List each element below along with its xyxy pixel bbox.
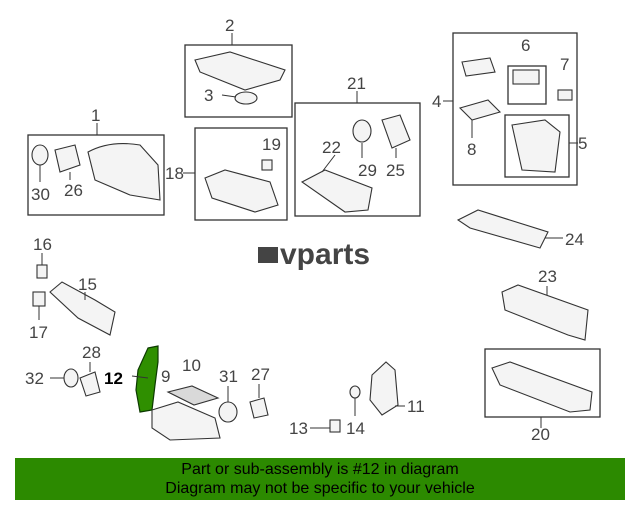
switch-28-part <box>79 371 101 397</box>
glovebox-20-part <box>491 361 593 413</box>
info-banner: Part or sub-assembly is #12 in diagram D… <box>15 458 625 500</box>
subbox-5 <box>504 114 570 178</box>
tray-8-part <box>458 99 502 121</box>
cluster-hood-part <box>87 143 161 201</box>
ring-31-part <box>218 401 238 423</box>
callout-17: 17 <box>29 323 48 342</box>
banner-line-1: Part or sub-assembly is #12 in diagram <box>181 461 459 478</box>
group-box-1 <box>27 134 165 216</box>
bracket-12-highlighted <box>135 345 159 413</box>
panel-24-part <box>456 209 549 249</box>
ring-30-part <box>31 144 49 166</box>
callout-25: 25 <box>386 161 405 180</box>
subbox-6 <box>507 65 547 105</box>
callout-18: 18 <box>165 164 184 183</box>
logo-icon <box>258 247 278 263</box>
callout-13: 13 <box>289 419 308 438</box>
knob-part <box>234 91 258 105</box>
panel-11-part <box>369 361 399 416</box>
plate-10-part <box>166 385 220 406</box>
group-box-4 <box>452 32 578 186</box>
part-13 <box>329 419 341 433</box>
callout-23: 23 <box>538 267 557 286</box>
callout-1: 1 <box>91 106 100 125</box>
callout-32: 32 <box>25 369 44 388</box>
bracket-left-part <box>461 57 496 77</box>
callout-26: 26 <box>64 181 83 200</box>
callout-29: 29 <box>358 161 377 180</box>
center-panel-part <box>204 169 279 213</box>
switch-19-part <box>261 159 273 171</box>
part-7 <box>557 89 573 101</box>
switch-25-part <box>381 114 411 149</box>
callout-6: 6 <box>521 36 530 55</box>
callout-5: 5 <box>578 134 587 153</box>
callout-3: 3 <box>204 86 213 105</box>
upper-lid-part <box>194 51 286 91</box>
switch-26-part <box>54 144 81 173</box>
bracket-6-part <box>512 69 540 85</box>
callout-28: 28 <box>82 343 101 362</box>
callout-27: 27 <box>251 365 270 384</box>
part-16 <box>36 264 48 279</box>
group-box-2 <box>184 44 293 118</box>
callout-20: 20 <box>531 425 550 444</box>
callout-21: 21 <box>347 74 366 93</box>
lid-22-part <box>300 169 373 213</box>
callout-9: 9 <box>161 367 170 386</box>
callout-12: 12 <box>104 369 123 388</box>
switch-27-part <box>249 397 269 419</box>
callout-30: 30 <box>31 185 50 204</box>
callout-14: 14 <box>346 419 365 438</box>
banner-line-2: Diagram may not be specific to your vehi… <box>165 480 475 497</box>
part-14 <box>349 385 361 399</box>
callout-11: 11 <box>407 397 425 416</box>
vparts-logo: vparts <box>258 238 370 271</box>
callout-2: 2 <box>225 16 234 35</box>
callout-10: 10 <box>182 356 201 375</box>
panel-23-part <box>501 284 589 341</box>
group-box-18 <box>194 127 288 221</box>
callout-24: 24 <box>565 230 584 249</box>
callout-16: 16 <box>33 235 52 254</box>
callout-31: 31 <box>219 367 238 386</box>
panel-15-part <box>49 281 116 336</box>
callout-8: 8 <box>467 140 476 159</box>
logo-text: vparts <box>280 238 370 271</box>
callout-4: 4 <box>432 92 441 111</box>
callout-7: 7 <box>560 55 569 74</box>
callout-19: 19 <box>262 135 281 154</box>
callout-22: 22 <box>322 138 341 157</box>
group-box-20 <box>484 348 601 418</box>
callout-15: 15 <box>78 275 97 294</box>
pocket-5-part <box>511 119 561 173</box>
ring-32-part <box>63 368 79 388</box>
ring-29-part <box>352 119 372 143</box>
part-17 <box>32 291 46 307</box>
tray-9-part <box>151 401 221 441</box>
